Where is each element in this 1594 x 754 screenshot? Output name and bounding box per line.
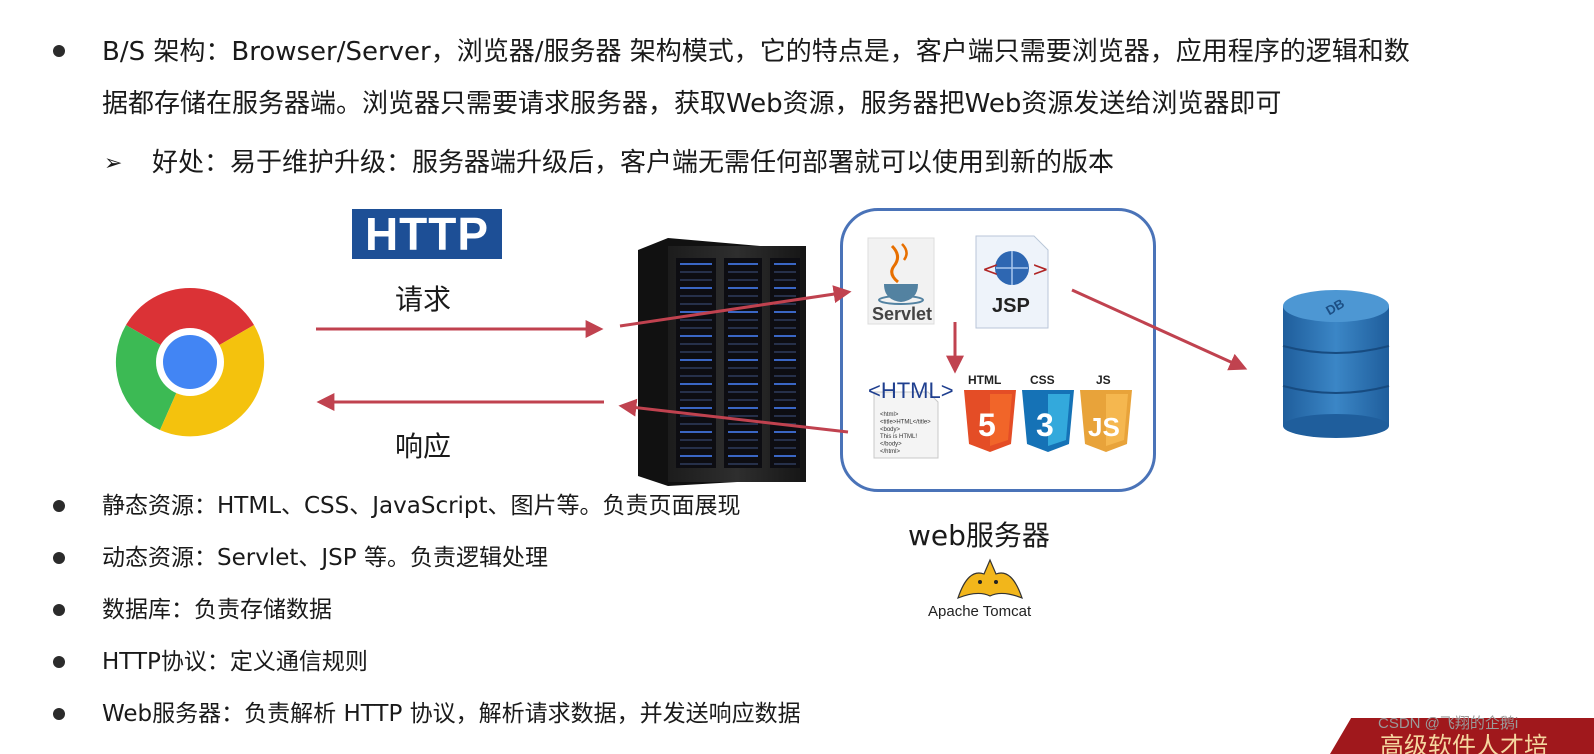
html-snippet-line: <body> <box>880 427 901 433</box>
html5-shield-icon: 5 <box>964 390 1016 452</box>
html-snippet-line: <title>HTML</title> <box>880 419 931 425</box>
java-cup-icon <box>867 237 935 325</box>
web-server-label: web服务器 <box>908 519 1050 552</box>
svg-text:JS: JS <box>1088 412 1120 442</box>
bullet-dot <box>53 604 65 616</box>
corner-banner <box>1330 718 1594 754</box>
http-badge: HTTP <box>352 209 502 259</box>
html5-label: HTML <box>968 373 1001 387</box>
html-document-icon <box>873 391 939 459</box>
tomcat-cat-icon <box>957 558 1023 600</box>
database-cylinder-icon <box>1282 290 1390 438</box>
request-label: 请求 <box>395 283 452 316</box>
html-snippet-line: This is HTML! <box>880 434 917 440</box>
html-snippet-line: </html> <box>880 449 901 455</box>
bullet-item: HTTP协议：定义通信规则 <box>102 649 368 675</box>
corner-banner-text: 高级软件人才培 <box>1380 732 1548 754</box>
bullet-dot <box>53 500 65 512</box>
bullet-item: 数据库：负责存储数据 <box>102 597 332 623</box>
bullet-dot <box>53 708 65 720</box>
server-rack-icon <box>638 238 806 486</box>
css3-shield-icon: 3 <box>1022 390 1074 452</box>
jsp-globe-icon: < > <box>975 235 1049 329</box>
bullet-item: 静态资源：HTML、CSS、JavaScript、图片等。负责页面展现 <box>102 493 741 519</box>
jsp-to-db-arrow <box>1071 288 1248 371</box>
html-to-server-arrow <box>618 398 849 434</box>
svg-text:5: 5 <box>978 407 996 443</box>
watermark: CSDN @飞翔的企鹅i <box>1378 715 1519 732</box>
intro-bullet-dot <box>53 45 65 57</box>
response-label: 响应 <box>395 430 452 463</box>
sub-point-text: 好处：易于维护升级：服务器端升级后，客户端无需任何部署就可以使用到新的版本 <box>152 148 1115 178</box>
bullet-dot <box>53 552 65 564</box>
intro-line-2: 据都存储在服务器端。浏览器只需要请求服务器，获取Web资源，服务器把Web资源发… <box>102 89 1282 119</box>
svg-text:>: > <box>1032 257 1049 281</box>
js-label: JS <box>1096 373 1111 387</box>
svg-text:<: < <box>982 257 999 281</box>
html-snippet-line: </body> <box>880 442 902 448</box>
tomcat-label: Apache Tomcat <box>928 603 1032 620</box>
bullet-item: Web服务器：负责解析 HTTP 协议，解析请求数据，并发送响应数据 <box>102 701 801 727</box>
chrome-icon <box>115 288 265 437</box>
svg-text:3: 3 <box>1036 407 1054 443</box>
bullet-dot <box>53 656 65 668</box>
html-tag-label: <HTML> <box>868 378 954 403</box>
servlet-label: Servlet <box>872 304 932 324</box>
js-shield-icon: JS <box>1080 390 1132 452</box>
jsp-label: JSP <box>992 295 1030 317</box>
sub-arrow-icon: ➢ <box>104 151 123 176</box>
intro-line-1: B/S 架构：Browser/Server，浏览器/服务器 架构模式，它的特点是… <box>102 37 1410 67</box>
html-snippet-line: <html> <box>880 412 899 418</box>
server-to-servlet-arrow <box>619 285 852 328</box>
css3-label: CSS <box>1030 373 1055 387</box>
bullet-item: 动态资源：Servlet、JSP 等。负责逻辑处理 <box>102 545 548 571</box>
